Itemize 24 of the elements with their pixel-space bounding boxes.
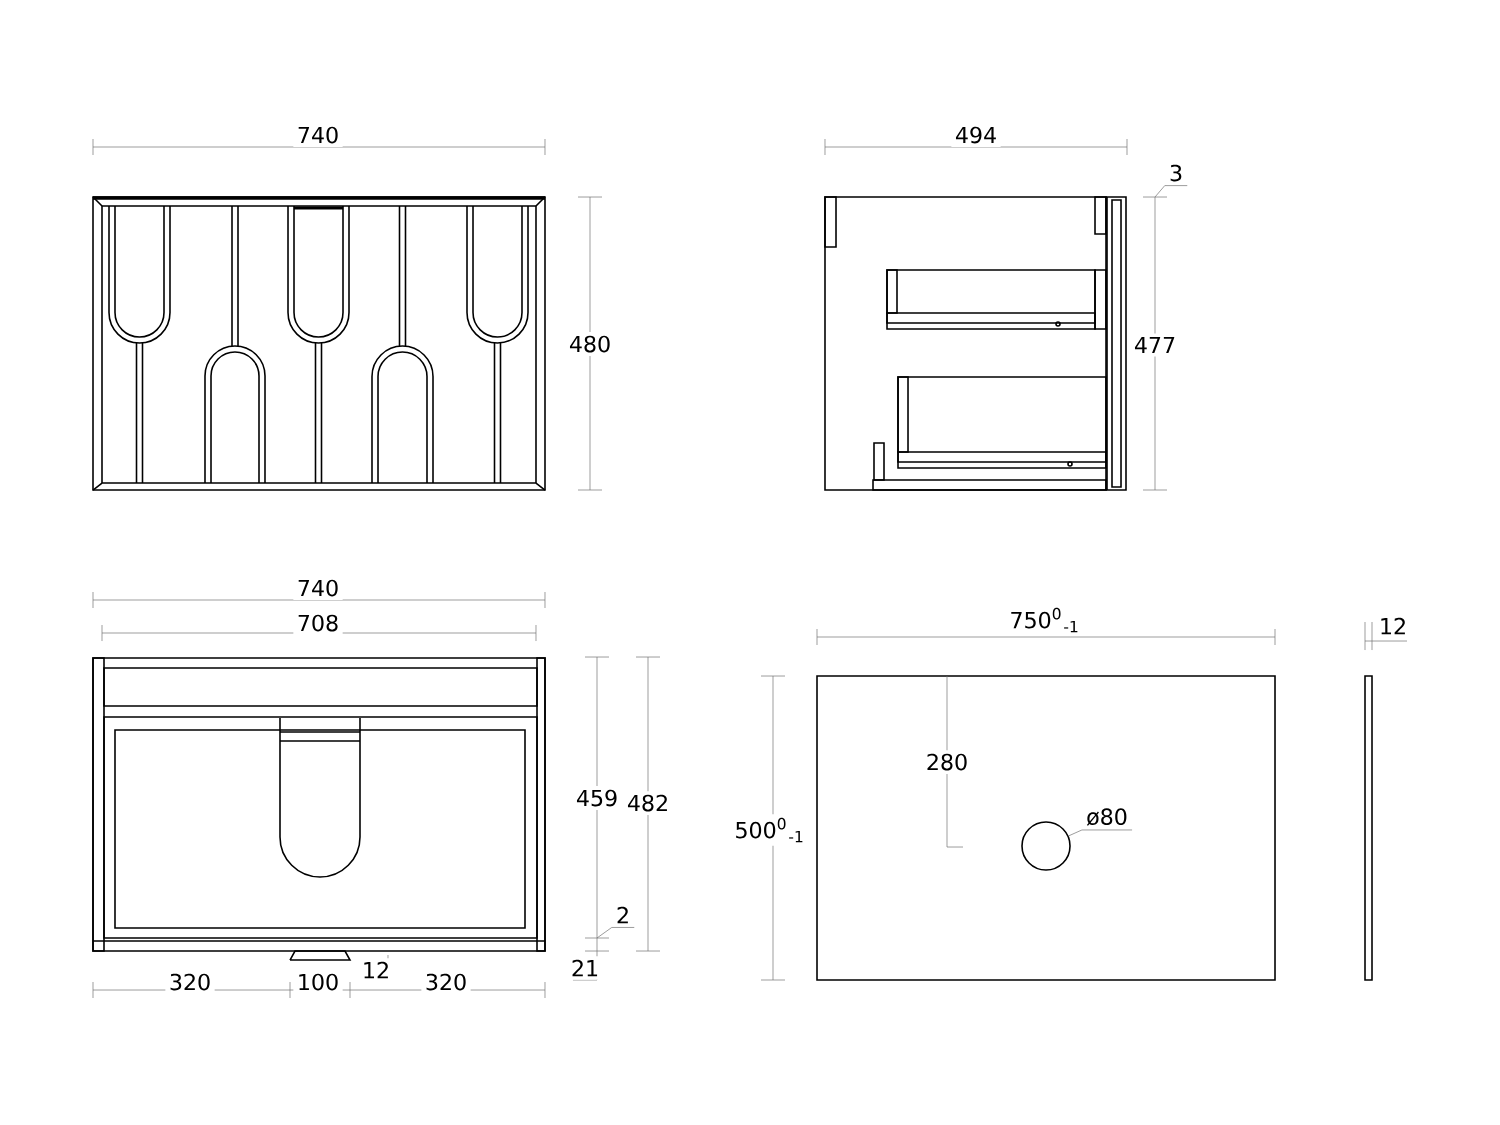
dimension-text: 3: [1170, 164, 1182, 182]
dimension-value: 740: [293, 576, 343, 600]
dimension-value: 12: [358, 958, 394, 982]
dimension-value: 708: [293, 611, 343, 635]
dimension-value: 21: [567, 956, 603, 980]
dimension-value: 459: [572, 786, 622, 810]
dimension-value: 482: [623, 791, 673, 815]
dimension-value: 100: [293, 970, 343, 994]
hole-circle: [1021, 821, 1071, 871]
dimension-value: 280: [922, 750, 972, 774]
dimension-value: 320: [421, 970, 471, 994]
dimension-value: 740: [293, 123, 343, 147]
dimension-value: 480: [565, 332, 615, 356]
dimension-value: 494: [951, 123, 1001, 147]
leader-line: [596, 927, 635, 939]
dimension-text: 2: [617, 906, 628, 924]
dimension-value: 320: [165, 970, 215, 994]
dimension-value: 477: [1130, 333, 1180, 357]
dimension-value: 500$^{0}$-1: [730, 814, 810, 846]
dimension-value: 12: [1375, 614, 1411, 638]
dimension-value: 750$^{0}$-1: [1005, 604, 1085, 636]
dimension-text: ø80: [1086, 808, 1127, 826]
leader-line: [1154, 185, 1188, 198]
leader-line: [1068, 829, 1133, 837]
